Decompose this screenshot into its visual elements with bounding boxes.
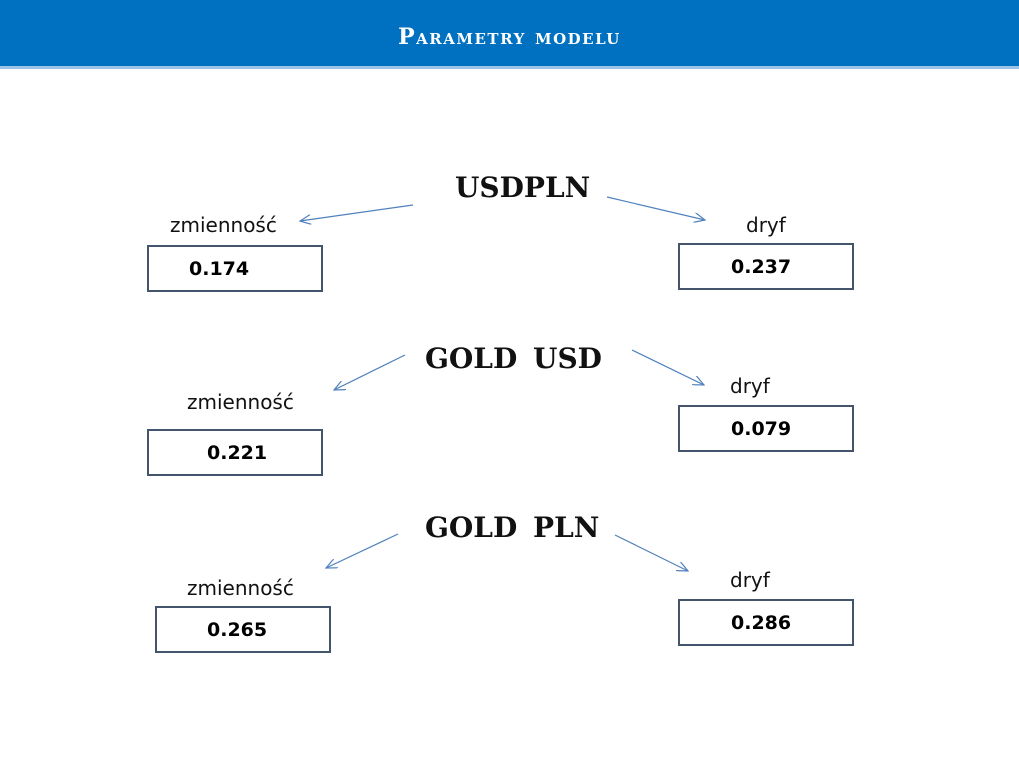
- arrow-goldpln-volatility: [326, 533, 399, 568]
- volatility-value-gold-pln: 0.265: [207, 619, 268, 641]
- header-bar: Parametry modelu: [0, 0, 1019, 69]
- volatility-box-gold-usd: 0.221: [147, 429, 323, 476]
- volatility-value-gold-usd: 0.221: [207, 442, 268, 464]
- drift-label-gold-usd: dryf: [730, 374, 770, 398]
- drift-box-usdpln: 0.237: [678, 243, 854, 290]
- group-title-gold-usd: GOLD USD: [425, 342, 602, 375]
- volatility-label-usdpln: zmienność: [170, 213, 277, 237]
- volatility-box-gold-pln: 0.265: [155, 606, 331, 653]
- group-title-usdpln: USDPLN: [455, 171, 591, 204]
- drift-value-usdpln: 0.237: [731, 256, 792, 278]
- arrow-goldpln-drift: [614, 534, 688, 571]
- drift-value-gold-pln: 0.286: [731, 612, 792, 634]
- volatility-label-gold-usd: zmienność: [187, 390, 294, 414]
- page-title: Parametry modelu: [398, 24, 621, 50]
- drift-label-gold-pln: dryf: [730, 568, 770, 592]
- arrow-goldusd-drift: [631, 349, 704, 385]
- drift-label-usdpln: dryf: [746, 213, 786, 237]
- volatility-box-usdpln: 0.174: [147, 245, 323, 292]
- arrow-goldusd-volatility: [334, 354, 406, 390]
- drift-value-gold-usd: 0.079: [731, 418, 792, 440]
- volatility-label-gold-pln: zmienność: [187, 576, 294, 600]
- volatility-value-usdpln: 0.174: [189, 258, 250, 280]
- drift-box-gold-usd: 0.079: [678, 405, 854, 452]
- arrow-usdpln-volatility: [300, 204, 414, 221]
- arrow-usdpln-drift: [606, 196, 705, 220]
- group-title-gold-pln: GOLD PLN: [425, 511, 600, 544]
- drift-box-gold-pln: 0.286: [678, 599, 854, 646]
